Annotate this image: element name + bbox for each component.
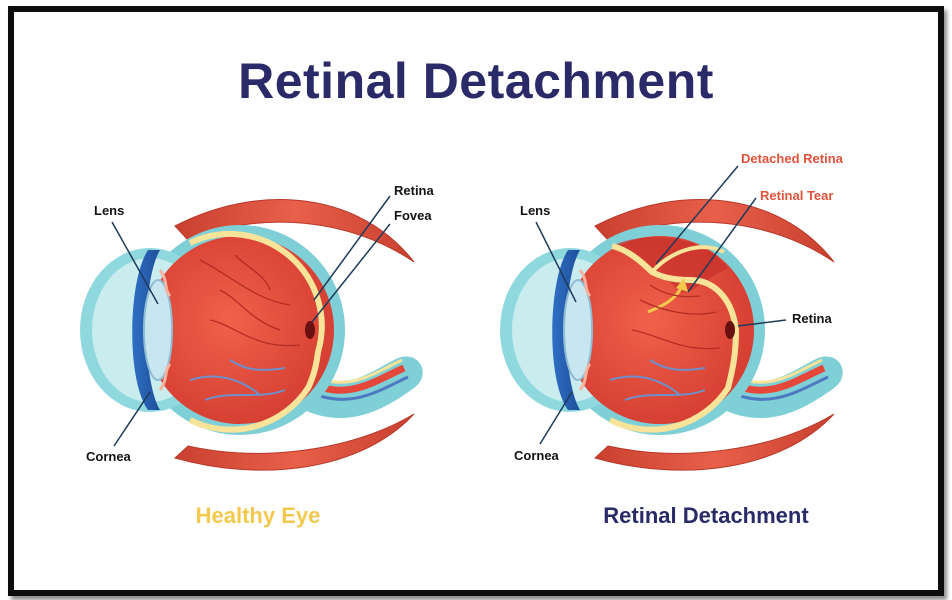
healthy-eye-caption: Healthy Eye [195, 503, 321, 528]
healthy-eye [80, 195, 423, 471]
detached-retina-callout: Detached Retina [741, 151, 843, 166]
healthy-blue-vessels [189, 359, 286, 401]
detached-eye [500, 165, 843, 471]
healthy-eyeball [146, 236, 334, 424]
healthy-top-muscle [174, 199, 415, 263]
detached-veins [631, 284, 721, 350]
healthy-retina-label: Retina [394, 183, 434, 198]
detached-retina-label: Retina [792, 311, 832, 326]
detached-top-muscle [594, 199, 835, 263]
healthy-lens [143, 279, 173, 381]
healthy-lens-label: Lens [94, 203, 125, 218]
healthy-cornea-label: Cornea [86, 449, 131, 464]
detached-eye-caption: Retinal Detachment [603, 503, 809, 528]
healthy-bottom-muscle [174, 413, 415, 471]
detached-lens-label: Lens [520, 203, 551, 218]
detached-lens [563, 279, 593, 381]
healthy-fovea [305, 321, 315, 339]
detached-fovea [725, 321, 735, 339]
detached-cornea-label: Cornea [514, 448, 559, 463]
detached-blue-vessels [609, 359, 706, 401]
healthy-retina-layer [188, 230, 325, 433]
retinal-tear-callout: Retinal Tear [760, 188, 834, 203]
healthy-veins [199, 254, 301, 347]
healthy-fovea-label: Fovea [394, 208, 432, 223]
page-title: Retinal Detachment [238, 53, 714, 109]
detached-bottom-muscle [594, 413, 835, 471]
healthy-leader-lines [111, 195, 391, 447]
detached-leader-lines [535, 165, 787, 445]
